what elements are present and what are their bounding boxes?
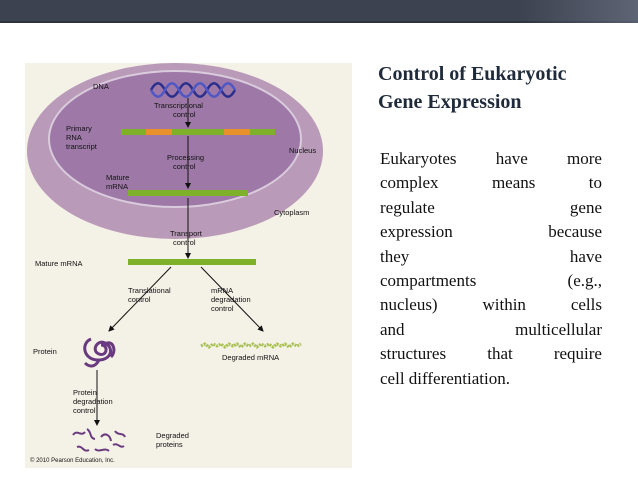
body-word: cell differentiation. bbox=[380, 368, 510, 388]
copyright-label: © 2010 Pearson Education, Inc. bbox=[30, 457, 115, 464]
slide-title-line-1: Control of Eukaryotic bbox=[378, 63, 567, 85]
degraded-mrna-shape bbox=[200, 342, 302, 349]
translational-control-label-1: Translational bbox=[128, 286, 171, 295]
body-word: within bbox=[482, 295, 526, 315]
mature-mrna-cytoplasm bbox=[128, 259, 256, 265]
body-line-5: they have bbox=[380, 245, 602, 269]
body-line-9: structures that require bbox=[380, 342, 602, 366]
body-word: they bbox=[380, 246, 410, 266]
body-word: have bbox=[495, 149, 528, 168]
protein-label: Protein bbox=[33, 347, 57, 356]
body-word: because bbox=[548, 222, 602, 242]
degraded-mrna-label: Degraded mRNA bbox=[222, 353, 279, 362]
body-line-1: Eukaryotes have more bbox=[380, 147, 602, 171]
protein-degradation-label-2: degradation bbox=[73, 397, 113, 406]
body-line-6: compartments (e.g., bbox=[380, 269, 602, 293]
body-word: (e.g., bbox=[567, 271, 602, 291]
processing-control-label-2: control bbox=[173, 162, 196, 171]
body-line-2: complex means to bbox=[380, 171, 602, 195]
gene-expression-figure: DNA Transcriptional control Primary RNA … bbox=[25, 63, 352, 468]
protein-degradation-label-3: control bbox=[73, 406, 96, 415]
dna-label: DNA bbox=[93, 82, 109, 91]
body-line-7: nucleus) within cells bbox=[380, 293, 602, 317]
primary-rna-label-2: RNA bbox=[66, 133, 82, 142]
body-word: structures bbox=[380, 344, 447, 364]
mature-mrna-label-1: Mature bbox=[106, 173, 129, 182]
body-line-4: expression because bbox=[380, 220, 602, 244]
slide-title: Control of Eukaryotic Gene Expression bbox=[378, 60, 618, 116]
translational-control-label-2: control bbox=[128, 295, 151, 304]
transport-control-label-1: Transport bbox=[170, 229, 203, 238]
slide-title-line-2: Gene Expression bbox=[378, 91, 522, 113]
body-line-10: cell differentiation. bbox=[380, 367, 602, 391]
body-word: that bbox=[487, 344, 513, 364]
degraded-proteins-shape bbox=[72, 428, 126, 452]
body-word: to bbox=[588, 173, 602, 193]
top-bar-stripe bbox=[0, 21, 638, 23]
body-word: expression bbox=[380, 222, 453, 242]
transcriptional-control-label-2: control bbox=[173, 110, 196, 119]
slide-top-bar bbox=[0, 0, 638, 23]
degraded-proteins-label-2: proteins bbox=[156, 440, 183, 449]
body-line-3: regulate gene bbox=[380, 196, 602, 220]
protein-shape bbox=[83, 337, 116, 368]
body-word: means bbox=[491, 173, 536, 193]
body-word: multicellular bbox=[515, 319, 602, 339]
processing-control-label-1: Processing bbox=[167, 153, 204, 162]
protein-degradation-label-1: Protein bbox=[73, 388, 97, 397]
mature-mrna-cytoplasm-label: Mature mRNA bbox=[35, 259, 83, 268]
body-word: more bbox=[567, 149, 602, 168]
transcriptional-control-label-1: Transcriptional bbox=[154, 101, 203, 110]
mature-mrna-label-2: mRNA bbox=[106, 182, 128, 191]
dna-helix bbox=[149, 82, 237, 98]
body-word: complex bbox=[380, 173, 439, 193]
mrna-degradation-label-3: control bbox=[211, 304, 234, 313]
mrna-degradation-label-1: mRNA bbox=[211, 286, 233, 295]
body-word: and bbox=[380, 319, 405, 339]
primary-rna-label-1: Primary bbox=[66, 124, 92, 133]
nucleus-region bbox=[48, 70, 302, 208]
body-word: compartments bbox=[380, 271, 477, 291]
body-word: require bbox=[553, 344, 602, 364]
top-bar-gloss bbox=[518, 0, 638, 23]
primary-rna-transcript bbox=[121, 129, 275, 135]
body-word: have bbox=[569, 246, 602, 266]
mature-mrna-nucleus bbox=[128, 190, 248, 196]
primary-rna-label-3: transcript bbox=[66, 142, 98, 151]
body-word: nucleus) bbox=[380, 295, 438, 315]
body-word: cells bbox=[570, 295, 602, 315]
gene-expression-diagram: DNA Transcriptional control Primary RNA … bbox=[27, 63, 323, 464]
arrow-mrna-degradation bbox=[200, 266, 264, 332]
body-word: gene bbox=[569, 197, 602, 217]
cytoplasm-label: Cytoplasm bbox=[274, 208, 309, 217]
body-line-8: and multicellular bbox=[380, 318, 602, 342]
slide-body-text: Eukaryotes have more complex means to re… bbox=[380, 147, 602, 391]
body-word: regulate bbox=[380, 197, 435, 217]
nucleus-label: Nucleus bbox=[289, 146, 316, 155]
transport-control-label-2: control bbox=[173, 238, 196, 247]
degraded-proteins-label-1: Degraded bbox=[156, 431, 189, 440]
arrow-translation bbox=[108, 266, 172, 332]
mrna-degradation-label-2: degradation bbox=[211, 295, 251, 304]
body-word: Eukaryotes bbox=[380, 149, 457, 168]
